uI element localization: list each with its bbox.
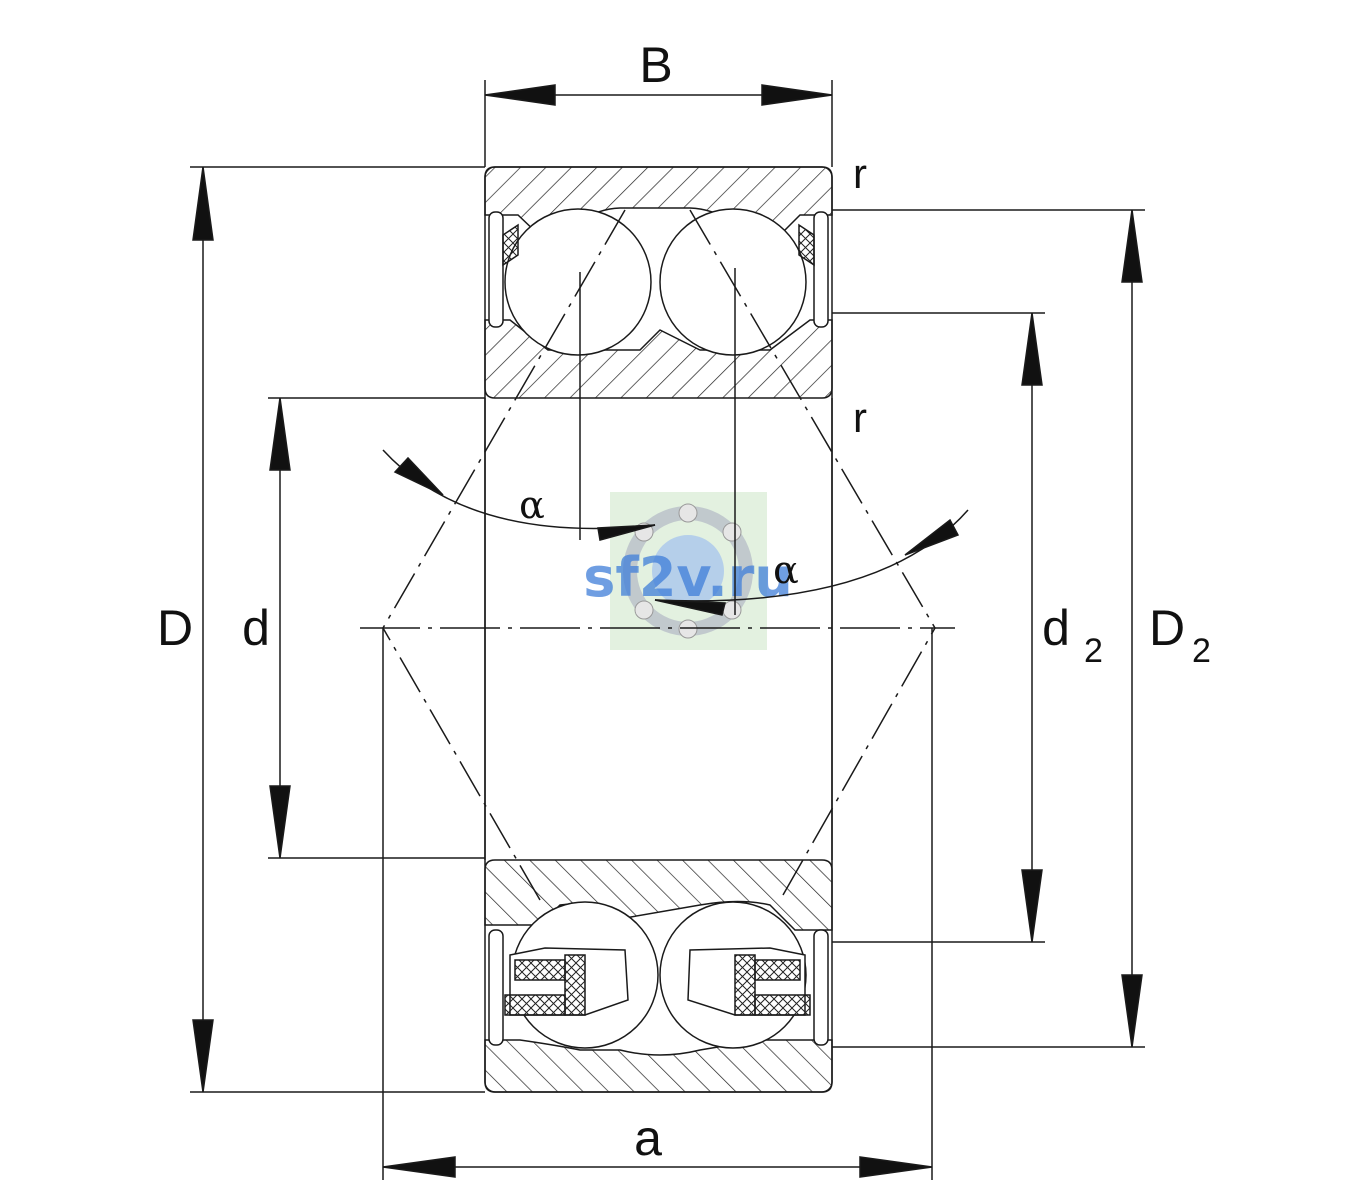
- dimension-d2: [832, 312, 1045, 943]
- inner-ring-bottom: [484, 859, 833, 931]
- dimension-a: [382, 628, 933, 1180]
- ball-top-left: [504, 208, 652, 356]
- label-B: B: [639, 37, 672, 93]
- alpha-arc-right: [654, 509, 969, 616]
- seal-top-left: [488, 211, 504, 328]
- label-r-mid: r: [853, 394, 867, 441]
- watermark-text: sf2v.ru: [583, 546, 793, 609]
- seal-top-right: [813, 211, 829, 328]
- label-d: d: [242, 600, 270, 656]
- dimension-D: [190, 166, 485, 1093]
- label-D2-sub: 2: [1192, 632, 1211, 670]
- outer-ring-bottom: [484, 1039, 833, 1093]
- alpha-arc-left: [382, 449, 656, 541]
- label-D2-main: D: [1149, 600, 1185, 656]
- dimension-D2: [832, 209, 1145, 1048]
- label-d2-main: d: [1042, 600, 1070, 656]
- seal-bottom-right: [813, 929, 829, 1046]
- label-alpha-left: α: [519, 483, 545, 527]
- label-alpha-right: α: [773, 548, 799, 592]
- label-r-top: r: [853, 150, 867, 197]
- dimension-B: [484, 80, 833, 167]
- label-D: D: [157, 600, 193, 656]
- seal-bottom-left: [488, 929, 504, 1046]
- dimension-d: [268, 397, 485, 859]
- label-a: a: [634, 1110, 662, 1166]
- contact-lines: [382, 209, 936, 901]
- watermark: sf2v.ru: [583, 492, 793, 650]
- label-d2-sub: 2: [1084, 632, 1103, 670]
